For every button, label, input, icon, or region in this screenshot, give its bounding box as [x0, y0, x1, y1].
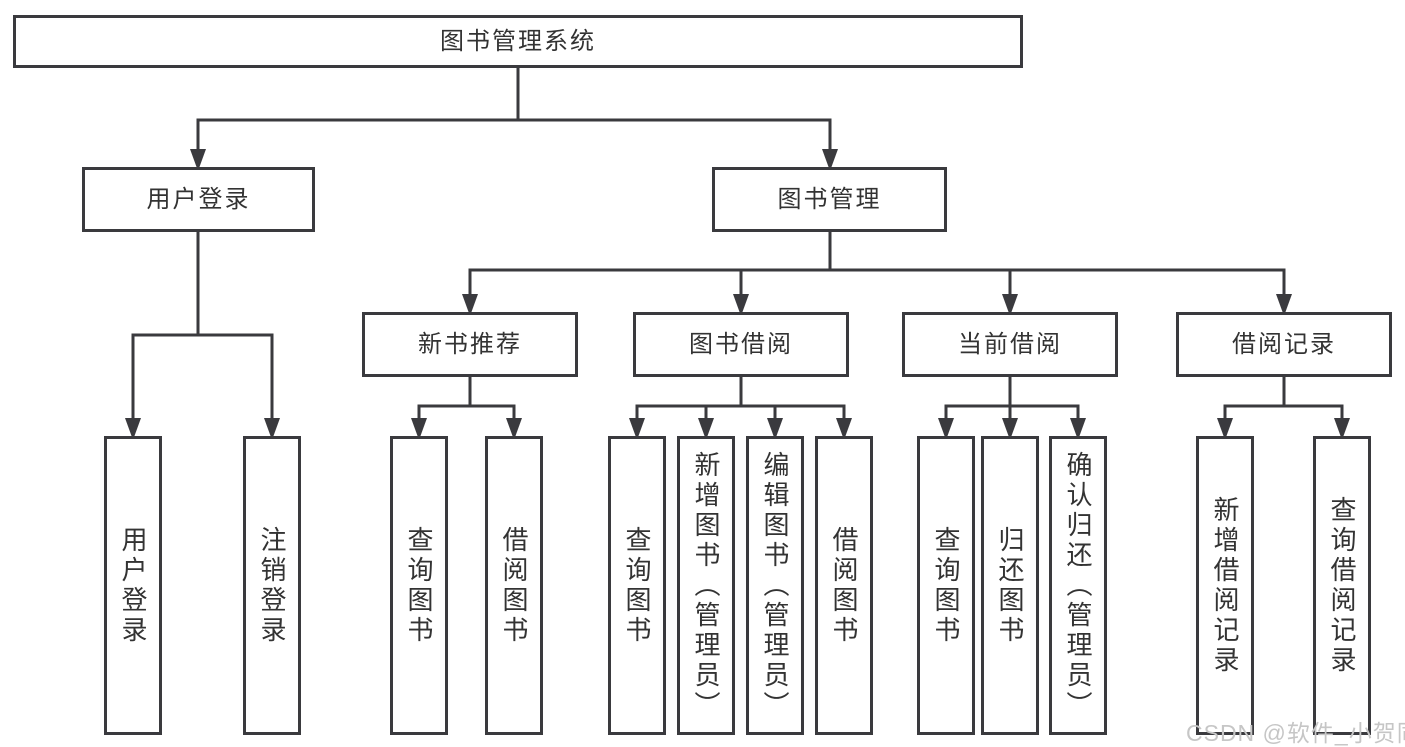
node-new-book-recommend-label: 新书推荐 [418, 330, 522, 358]
connector-root-to-level2 [190, 64, 838, 171]
node-book-management-label: 图书管理 [777, 185, 882, 213]
leaf-return-books: 归还图书 [981, 436, 1039, 735]
connector-current-borrow-to-leaves [938, 372, 1086, 440]
leaf-query-borrow-record: 查询借阅记录 [1313, 436, 1371, 735]
leaf-user-login-label: 用户登录 [118, 525, 148, 646]
connector-new-book-to-leaves [411, 372, 522, 440]
leaf-confirm-return-admin-label: 确认归还（管理员） [1063, 450, 1093, 721]
node-current-borrowing-label: 当前借阅 [958, 330, 1062, 358]
leaf-query-borrow-record-label: 查询借阅记录 [1327, 495, 1357, 676]
leaf-add-books-admin: 新增图书（管理员） [677, 436, 735, 735]
leaf-confirm-return-admin: 确认归还（管理员） [1049, 436, 1107, 735]
leaf-add-borrow-record: 新增借阅记录 [1196, 436, 1254, 735]
leaf-logout: 注销登录 [243, 436, 301, 735]
leaf-query-books-newbook: 查询图书 [390, 436, 448, 735]
connector-book-mgmt-to-level3 [462, 227, 1292, 316]
node-borrowing-records-label: 借阅记录 [1232, 330, 1336, 358]
node-book-borrowing: 图书借阅 [633, 312, 849, 377]
leaf-borrow-books-borrowing-label: 借阅图书 [829, 525, 859, 646]
node-book-management: 图书管理 [712, 167, 947, 232]
leaf-query-books-borrowing-label: 查询图书 [622, 525, 652, 646]
node-user-login: 用户登录 [82, 167, 315, 232]
leaf-add-borrow-record-label: 新增借阅记录 [1210, 495, 1240, 676]
leaf-borrow-books-newbook-label: 借阅图书 [499, 525, 529, 646]
node-user-login-label: 用户登录 [146, 185, 251, 213]
leaf-return-books-label: 归还图书 [995, 525, 1025, 646]
leaf-borrow-books-newbook: 借阅图书 [485, 436, 543, 735]
connector-borrow-record-to-leaves [1217, 372, 1350, 440]
leaf-query-books-newbook-label: 查询图书 [404, 525, 434, 646]
leaf-add-books-admin-label: 新增图书（管理员） [691, 450, 721, 721]
connector-user-login-to-leaves [125, 227, 280, 440]
leaf-logout-label: 注销登录 [257, 525, 287, 646]
node-root-system: 图书管理系统 [13, 15, 1023, 68]
leaf-query-books-borrowing: 查询图书 [608, 436, 666, 735]
node-book-borrowing-label: 图书借阅 [689, 330, 793, 358]
leaf-edit-books-admin-label: 编辑图书（管理员） [760, 450, 790, 721]
leaf-query-books-current-label: 查询图书 [931, 525, 961, 646]
leaf-borrow-books-borrowing: 借阅图书 [815, 436, 873, 735]
node-root-label: 图书管理系统 [440, 27, 596, 55]
leaf-query-books-current: 查询图书 [917, 436, 975, 735]
node-new-book-recommend: 新书推荐 [362, 312, 578, 377]
leaf-user-login: 用户登录 [104, 436, 162, 735]
leaf-edit-books-admin: 编辑图书（管理员） [746, 436, 804, 735]
node-borrowing-records: 借阅记录 [1176, 312, 1392, 377]
csdn-watermark: CSDN @软件_小贺同学 [1186, 720, 1405, 746]
connector-book-borrow-to-leaves [629, 372, 852, 440]
node-current-borrowing: 当前借阅 [902, 312, 1118, 377]
